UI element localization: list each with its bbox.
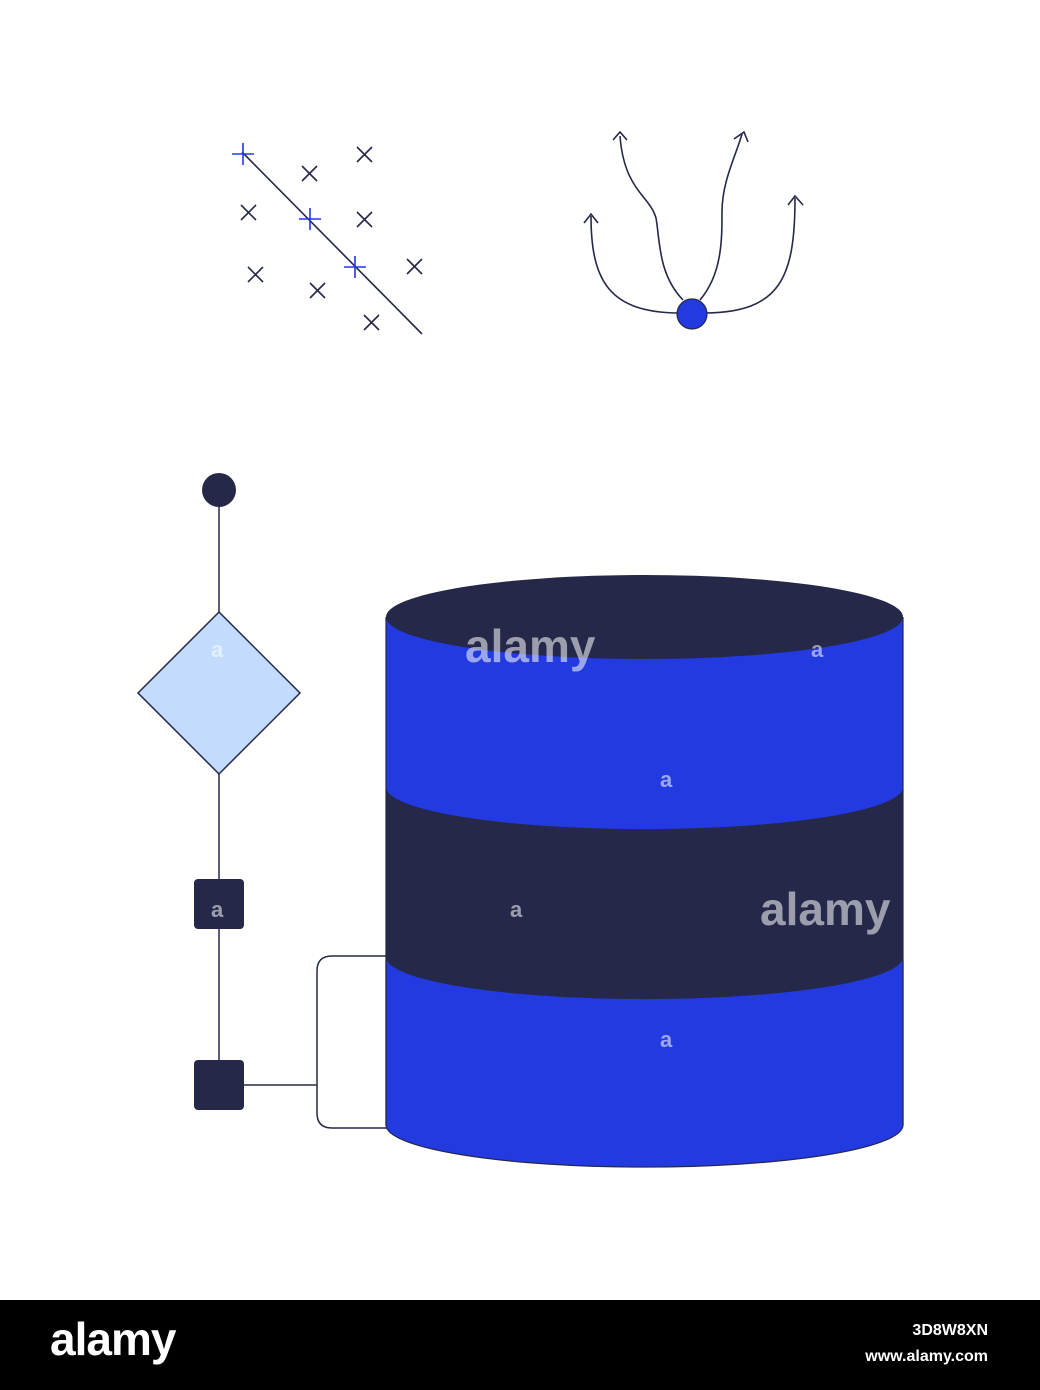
- flow-to-database-connector: [244, 955, 390, 1129]
- stock-photo-footer: alamy 3D8W8XN www.alamy.com: [0, 1300, 1040, 1390]
- watermark-mark-5: a: [510, 897, 523, 922]
- arrowhead-mid-right: [733, 130, 749, 143]
- branch-left: [590, 215, 679, 314]
- watermark-mark-1: a: [211, 637, 224, 662]
- watermark-mark-2: a: [811, 637, 824, 662]
- branching-arrows-icon: [583, 130, 804, 330]
- arrowhead-mid-left: [612, 130, 628, 141]
- flowchart: [136, 473, 390, 1129]
- flow-decision-diamond: [136, 610, 302, 776]
- footer-brand-logo: alamy: [50, 1313, 176, 1365]
- footer-image-id: 3D8W8XN: [912, 1322, 988, 1339]
- regression-line: [241, 151, 423, 335]
- branch-right: [705, 197, 796, 314]
- cross-markers: [240, 146, 423, 331]
- plus-markers: [232, 143, 366, 278]
- watermark-mark-3: a: [660, 767, 673, 792]
- watermark-alamy-1: alamy: [465, 620, 596, 672]
- database-cylinder-icon: [385, 575, 904, 1168]
- origin-node: [676, 298, 708, 330]
- arrowhead-right: [787, 194, 804, 206]
- branch-mid-right: [699, 133, 743, 301]
- database-top-lid: [386, 575, 903, 659]
- flow-process-box-2: [194, 1060, 244, 1110]
- footer-site-url: www.alamy.com: [865, 1348, 988, 1365]
- arrowhead-left: [583, 212, 599, 224]
- branch-mid-left: [619, 135, 684, 301]
- flow-start-node: [202, 473, 236, 507]
- watermark-alamy-2: alamy: [760, 883, 891, 935]
- database-top-segment: [386, 617, 904, 830]
- scatter-plot-icon: [232, 143, 423, 335]
- flow-process-box-1: [194, 879, 244, 929]
- database-bottom-segment: [385, 959, 904, 1168]
- watermark-overlay: alamy alamy a a a a a a: [211, 620, 891, 1052]
- watermark-mark-6: a: [660, 1027, 673, 1052]
- watermark-mark-4: a: [211, 897, 224, 922]
- database-middle-segment: [386, 785, 904, 1000]
- illustration-canvas: alamy alamy a a a a a a: [136, 130, 904, 1168]
